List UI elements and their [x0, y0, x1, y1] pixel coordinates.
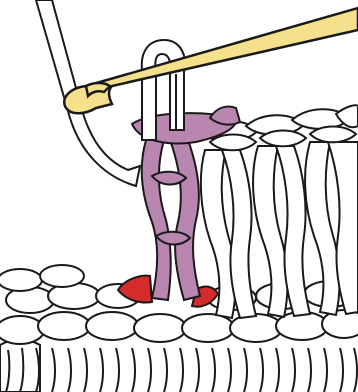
- bottom-row-stitches: [0, 340, 357, 392]
- completed-stitches: [201, 142, 358, 318]
- crochet-hook: [64, 8, 358, 113]
